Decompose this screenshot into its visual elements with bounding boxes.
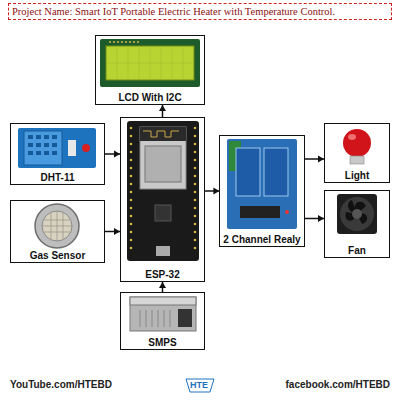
- gas-sensor: [35, 204, 79, 248]
- power-box: SMPS: [120, 292, 205, 350]
- connector: [159, 105, 166, 117]
- arrow-head: [159, 282, 166, 288]
- node-label: Gas Sensor: [11, 250, 104, 261]
- node-label: LCD With I2C: [96, 92, 204, 103]
- sensor-box: Gas Sensor: [10, 200, 105, 263]
- node-label: SMPS: [121, 337, 204, 348]
- lcd-box: LCD With I2C: [95, 35, 205, 105]
- hte-logo: [186, 379, 214, 392]
- node-label: DHT-11: [11, 172, 104, 183]
- light-bulb: [343, 129, 371, 164]
- controller-box: ESP-32: [120, 117, 205, 282]
- output-box: Fan: [324, 190, 390, 258]
- footer-link: YouTube.com/HTEBD: [10, 379, 112, 390]
- connector: [305, 156, 324, 163]
- sensor-box: DHT-11: [10, 123, 105, 185]
- footer-link: facebook.com/HTEBD: [286, 379, 390, 390]
- lcd-module: [100, 39, 200, 87]
- connector: [305, 215, 324, 222]
- relay-module: [227, 139, 297, 229]
- esp32-board: [127, 121, 199, 261]
- node-label: ESP-32: [121, 269, 204, 280]
- fan: [337, 194, 377, 234]
- node-label: Light: [325, 170, 389, 181]
- logo-text: HTE: [190, 380, 208, 390]
- node-label: 2 Channel Realy: [220, 234, 303, 245]
- output-box: Light: [324, 123, 390, 183]
- arrow-head: [159, 105, 166, 111]
- dht11-sensor: [18, 128, 96, 168]
- connector: [159, 282, 166, 292]
- node-label: Fan: [325, 245, 389, 256]
- connector: [105, 228, 120, 235]
- connector: [105, 151, 120, 158]
- connector: [205, 188, 219, 195]
- smps-unit: [130, 297, 196, 331]
- relay-box: 2 Channel Realy: [219, 135, 304, 247]
- diagram-title: Project Name: Smart IoT Portable Electri…: [8, 3, 392, 20]
